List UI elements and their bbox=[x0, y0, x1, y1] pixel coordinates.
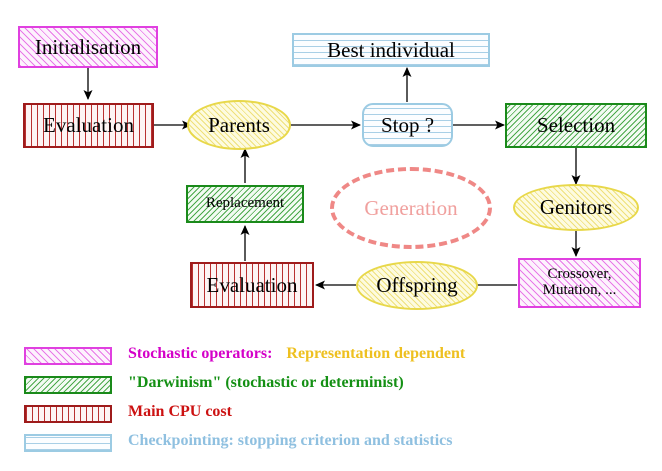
node-generation-label: Generation bbox=[364, 195, 458, 220]
node-initialisation-label: Initialisation bbox=[34, 34, 142, 59]
node-evaluation-bottom[interactable]: Evaluation bbox=[190, 262, 314, 308]
node-parents-label: Parents bbox=[208, 112, 270, 137]
legend: Stochastic operators: Representation depe… bbox=[0, 338, 662, 471]
node-genitors-label: Genitors bbox=[539, 195, 613, 220]
node-replacement[interactable]: Replacement bbox=[186, 185, 304, 223]
node-selection-label: Selection bbox=[536, 113, 616, 138]
node-crossover-label-line2: Mutation, ... bbox=[542, 282, 617, 298]
node-selection[interactable]: Selection bbox=[505, 103, 647, 148]
node-offspring[interactable]: Offspring bbox=[356, 261, 478, 310]
legend-text-representation: Representation dependent bbox=[286, 345, 466, 362]
legend-swatch-green-diag bbox=[24, 376, 112, 394]
node-stop-label: Stop ? bbox=[380, 112, 435, 137]
legend-text-checkpointing: Checkpointing: stopping criterion and st… bbox=[128, 432, 453, 449]
node-best-individual-label: Best individual bbox=[327, 37, 455, 62]
node-evaluation-top[interactable]: Evaluation bbox=[23, 103, 154, 148]
node-replacement-label: Replacement bbox=[205, 195, 285, 212]
node-best-individual[interactable]: Best individual bbox=[292, 33, 490, 67]
legend-swatch-red-vert bbox=[24, 405, 112, 423]
legend-text-darwinism: "Darwinism" (stochastic or determinist) bbox=[128, 374, 404, 391]
legend-text-cpu: Main CPU cost bbox=[128, 403, 232, 420]
node-evaluation-bottom-label: Evaluation bbox=[206, 272, 298, 297]
legend-swatch-blue-horiz bbox=[24, 434, 112, 452]
node-stop[interactable]: Stop ? bbox=[362, 103, 453, 147]
node-parents[interactable]: Parents bbox=[187, 100, 291, 150]
legend-text-stochastic: Stochastic operators: bbox=[128, 345, 273, 362]
legend-swatch-magenta-diag bbox=[24, 347, 112, 365]
node-initialisation[interactable]: Initialisation bbox=[18, 26, 158, 68]
node-evaluation-top-label: Evaluation bbox=[43, 113, 134, 138]
node-genitors[interactable]: Genitors bbox=[513, 184, 639, 231]
node-crossover-label-line1: Crossover, bbox=[547, 266, 612, 283]
legend-label-stochastic: Stochastic operators: Representation depe… bbox=[128, 345, 465, 363]
legend-label-darwinism: "Darwinism" (stochastic or determinist) bbox=[128, 374, 404, 392]
legend-label-checkpointing: Checkpointing: stopping criterion and st… bbox=[128, 432, 452, 450]
node-offspring-label: Offspring bbox=[376, 273, 458, 298]
node-generation: Generation bbox=[330, 167, 492, 249]
legend-label-cpu: Main CPU cost bbox=[128, 403, 232, 421]
node-crossover-mutation[interactable]: Crossover, Mutation, ... bbox=[518, 258, 641, 308]
